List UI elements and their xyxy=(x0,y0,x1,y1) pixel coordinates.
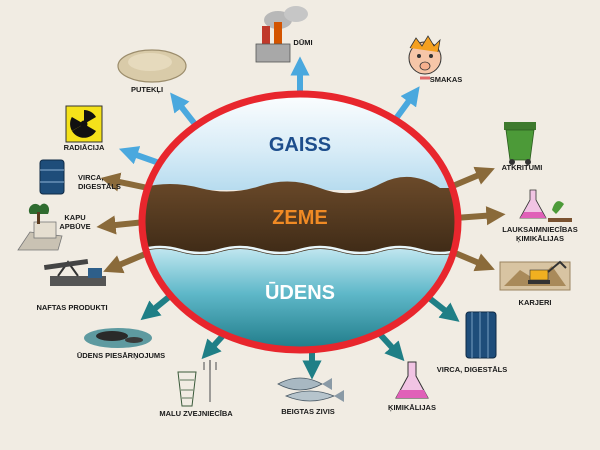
label-odors: SMAKAS xyxy=(430,75,463,84)
oil-slick-icon xyxy=(84,328,152,348)
slurry-tank-icon xyxy=(465,311,497,359)
holding-nose-face-icon xyxy=(408,35,442,80)
chemical-flask-icon xyxy=(395,361,429,399)
label-agro-2: ĶIMIKĀLIJAS xyxy=(516,234,564,243)
label-cemetery-2: APBŪVE xyxy=(59,222,90,231)
earth-ellipse xyxy=(138,90,462,354)
dust-pile-icon xyxy=(117,49,187,83)
arrow-cemetery xyxy=(96,215,146,235)
soil-layer xyxy=(142,176,458,256)
arrow-agro xyxy=(454,206,506,226)
zone-air: GAISS xyxy=(269,134,331,156)
radiation-icon xyxy=(65,105,103,143)
label-smoke: DŪMI xyxy=(293,38,312,47)
label-radiation: RADIĀCIJA xyxy=(64,143,105,152)
cemetery-icon xyxy=(17,203,63,251)
fish-trap-icon xyxy=(177,360,217,407)
label-agro-1: LAUKSAIMNIECĪBAS xyxy=(502,225,577,234)
label-dead-fish: BEIGTAS ZIVIS xyxy=(281,407,335,416)
slurry-tank-icon xyxy=(39,159,65,195)
dead-fish-icon xyxy=(277,377,344,402)
excavator-quarry-icon xyxy=(499,260,571,291)
label-oil: NAFTAS PRODUKTI xyxy=(36,303,107,312)
label-chemicals: ĶIMIKĀLIJAS xyxy=(388,403,436,412)
label-fish-farming: MALU ZVEJNIECĪBA xyxy=(159,409,233,418)
label-waste: ATKRITUMI xyxy=(502,163,543,172)
label-slurry-bottom: VIRCA, DIGESTĀLS xyxy=(437,365,507,374)
water-layer xyxy=(142,249,458,350)
arrow-slurry-top xyxy=(100,172,149,192)
arrow-chemicals xyxy=(375,329,405,362)
label-cemetery-1: KAPU xyxy=(64,213,85,222)
zone-water: ŪDENS xyxy=(265,282,335,304)
ellipse-ring xyxy=(138,90,462,354)
zone-land: ZEME xyxy=(272,207,328,229)
waste-bin-icon xyxy=(504,122,536,165)
label-quarries: KARJERI xyxy=(519,298,552,307)
label-slurry-top-1: VIRCA, xyxy=(78,173,103,182)
oil-pump-icon xyxy=(43,258,106,286)
label-dust: PUTEKĻI xyxy=(131,85,163,94)
agro-chemicals-icon xyxy=(519,189,572,222)
label-slurry-top-2: DIGESTĀLS xyxy=(78,182,121,191)
factory-smoke-icon xyxy=(255,6,308,63)
label-water-pollution: ŪDENS PIESĀRŅOJUMS xyxy=(77,351,165,360)
